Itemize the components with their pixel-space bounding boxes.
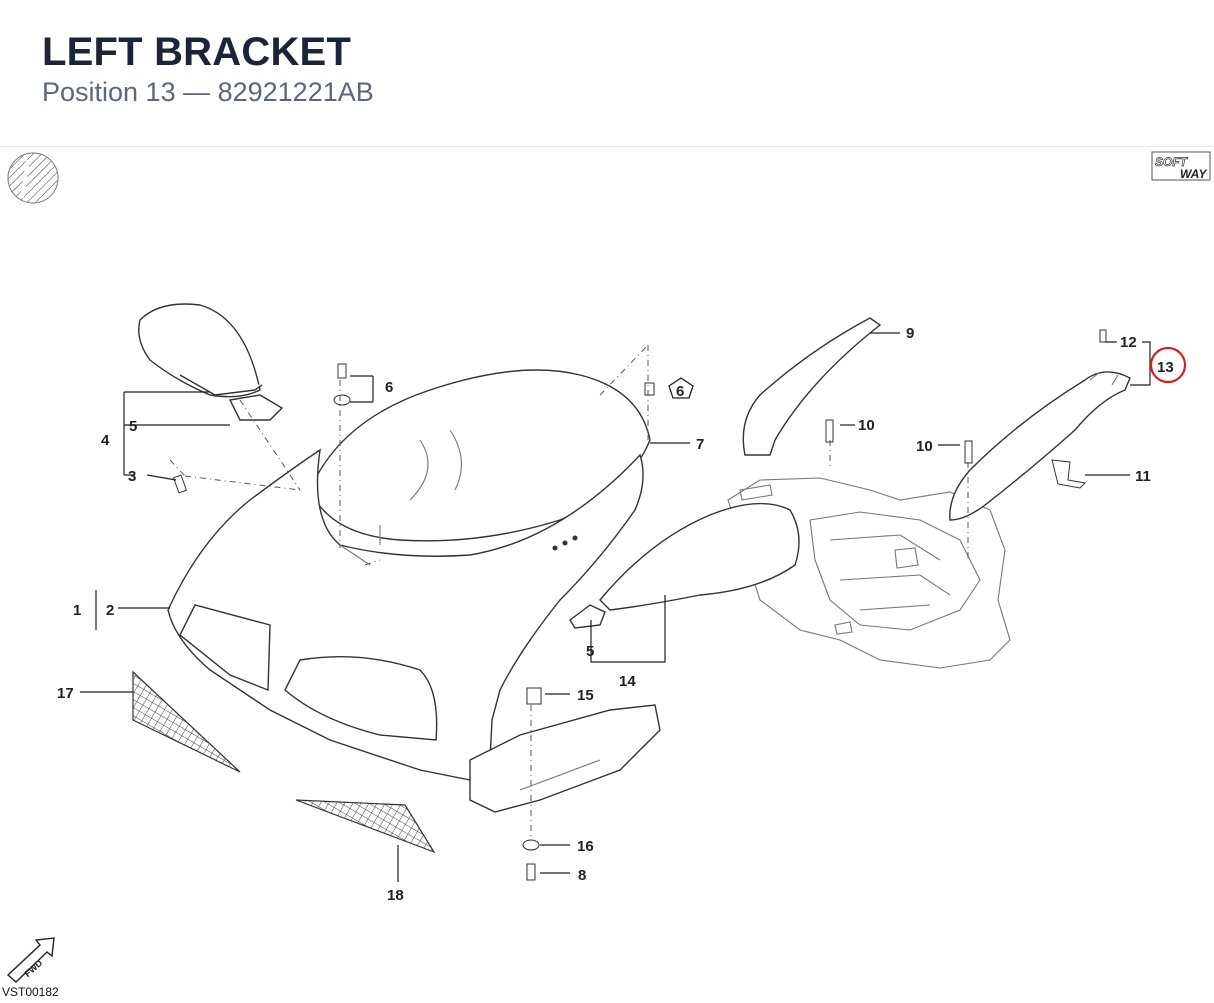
callout-6: 6 — [385, 379, 393, 396]
windscreen-part — [309, 369, 651, 542]
callout-14: 14 — [619, 673, 636, 690]
callout-3: 3 — [128, 468, 136, 485]
callout-6-pentagon: 6 — [668, 377, 694, 400]
callout-12: 12 — [1120, 334, 1137, 351]
page-title: LEFT BRACKET — [42, 30, 352, 74]
left-mirror-part — [138, 303, 284, 421]
callout-11: 11 — [1135, 468, 1151, 485]
exploded-parts-diagram: SOFT WAY — [6, 151, 1211, 983]
brand-line-1: SOFT — [1155, 155, 1189, 169]
frame-ghost — [727, 477, 1011, 669]
left-bracket-part — [949, 371, 1131, 521]
callout-18: 18 — [387, 887, 404, 904]
callout-labels: 1 2 3 4 5 5 6 6 7 8 9 10 10 11 12 13 14 … — [57, 325, 1187, 904]
assembly-lines — [169, 344, 969, 840]
mesh-vent-parts — [132, 670, 436, 854]
callout-16: 16 — [577, 838, 594, 855]
callout-5-upper: 5 — [129, 418, 137, 435]
drawing-code: VST00182 — [2, 985, 59, 999]
front-fairing-part — [167, 448, 644, 781]
callout-4: 4 — [101, 432, 110, 449]
brand-line-2: WAY — [1180, 167, 1207, 181]
callout-10-right: 10 — [916, 438, 933, 455]
callout-7: 7 — [696, 436, 704, 453]
fwd-arrow-icon: FWD — [6, 937, 55, 983]
callout-2: 2 — [106, 602, 114, 619]
callout-10-left: 10 — [858, 417, 875, 434]
callout-1: 1 — [73, 602, 81, 619]
header-divider — [0, 146, 1214, 147]
callout-6-pentagon-label: 6 — [676, 383, 684, 400]
softway-logo: SOFT WAY — [1151, 151, 1211, 181]
callout-17: 17 — [57, 685, 74, 702]
callout-15: 15 — [577, 687, 594, 704]
lower-fairing-part — [469, 704, 661, 813]
logo-circle-icon — [7, 152, 59, 204]
inner-panel-part — [742, 317, 882, 456]
callout-13: 13 — [1157, 359, 1174, 376]
right-mirror-part — [569, 502, 800, 629]
leader-lines — [80, 332, 1151, 882]
callout-13-highlight: 13 — [1149, 346, 1187, 384]
page-subtitle: Position 13 — 82921221AB — [42, 77, 374, 107]
callout-8: 8 — [578, 867, 586, 884]
page-header: LEFT BRACKET Position 13 — 82921221AB — [0, 0, 1214, 146]
callout-9: 9 — [906, 325, 914, 342]
callout-5-lower: 5 — [586, 643, 594, 660]
